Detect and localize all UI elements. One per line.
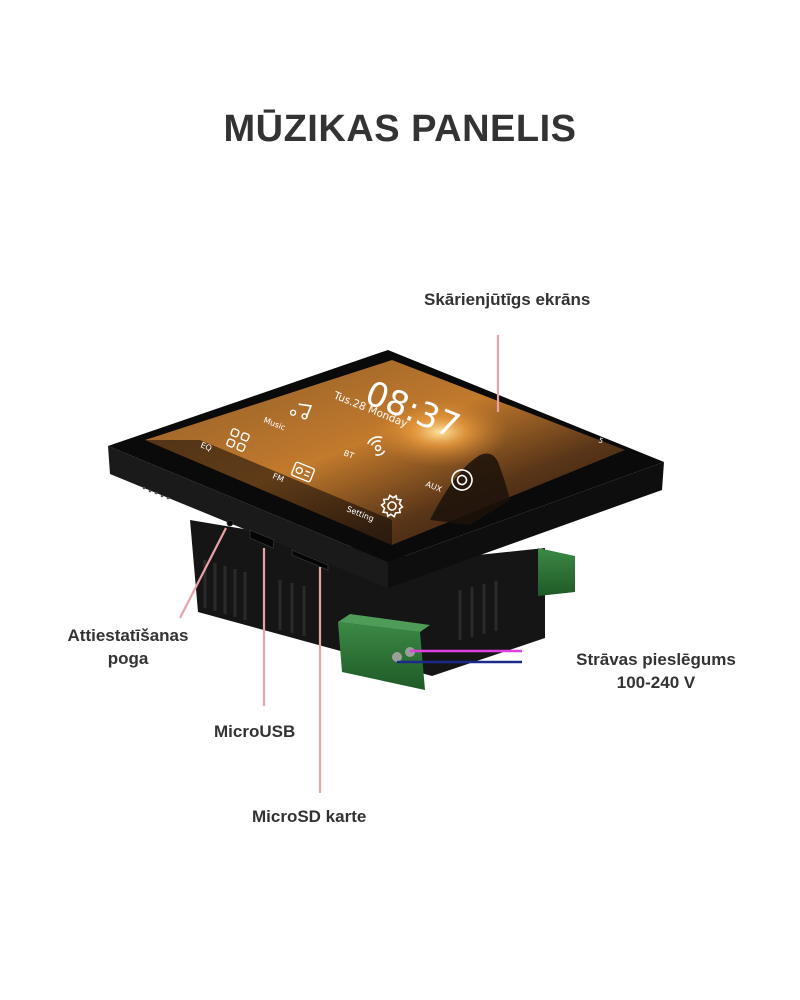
label-power: Strāvas pieslēgums 100-240 V <box>563 648 749 694</box>
speaker-grille <box>142 486 170 500</box>
app-eq[interactable]: EQ <box>199 428 250 454</box>
label-microusb: MicroUSB <box>214 722 296 741</box>
aux-icon <box>451 469 473 491</box>
app-fm-label: FM <box>271 472 285 485</box>
callout-lines <box>179 335 500 793</box>
label-reset-line-2: poga <box>107 649 149 668</box>
label-touchscreen: Skārienjūtīgs ekrāns <box>424 290 591 309</box>
terminal-block-right <box>538 548 575 596</box>
label-power-line-2: 100-240 V <box>616 673 696 692</box>
app-eq-label: EQ <box>199 441 213 454</box>
app-bt-label: BT <box>342 449 355 461</box>
status-indicator: 5 <box>597 436 604 445</box>
label-microsd: MicroSD karte <box>252 807 367 826</box>
app-bt[interactable]: BT <box>342 434 388 461</box>
touchscreen[interactable] <box>145 360 625 545</box>
label-power-line-1: Strāvas pieslēgums <box>576 650 736 669</box>
music-note-icon <box>289 403 313 420</box>
bluetooth-icon <box>367 436 386 456</box>
label-reset-button: Attiestatīšanas poga <box>56 624 200 670</box>
app-fm[interactable]: FM <box>271 461 315 485</box>
silhouette <box>430 453 510 525</box>
eq-icon <box>226 428 250 452</box>
page-title: MŪZIKAS PANELIS <box>223 108 577 150</box>
gear-icon <box>380 494 404 518</box>
label-reset-line-1: Attiestatīšanas <box>67 626 189 645</box>
sunset-glow <box>370 397 510 467</box>
radio-icon <box>291 461 315 483</box>
terminal-screw-1 <box>392 652 402 662</box>
callout-line-reset <box>179 527 227 619</box>
reset-button-hole[interactable] <box>226 519 234 527</box>
microsd-slot[interactable] <box>291 549 329 571</box>
microusb-port[interactable] <box>249 529 275 549</box>
terminal-block-front <box>338 614 430 690</box>
